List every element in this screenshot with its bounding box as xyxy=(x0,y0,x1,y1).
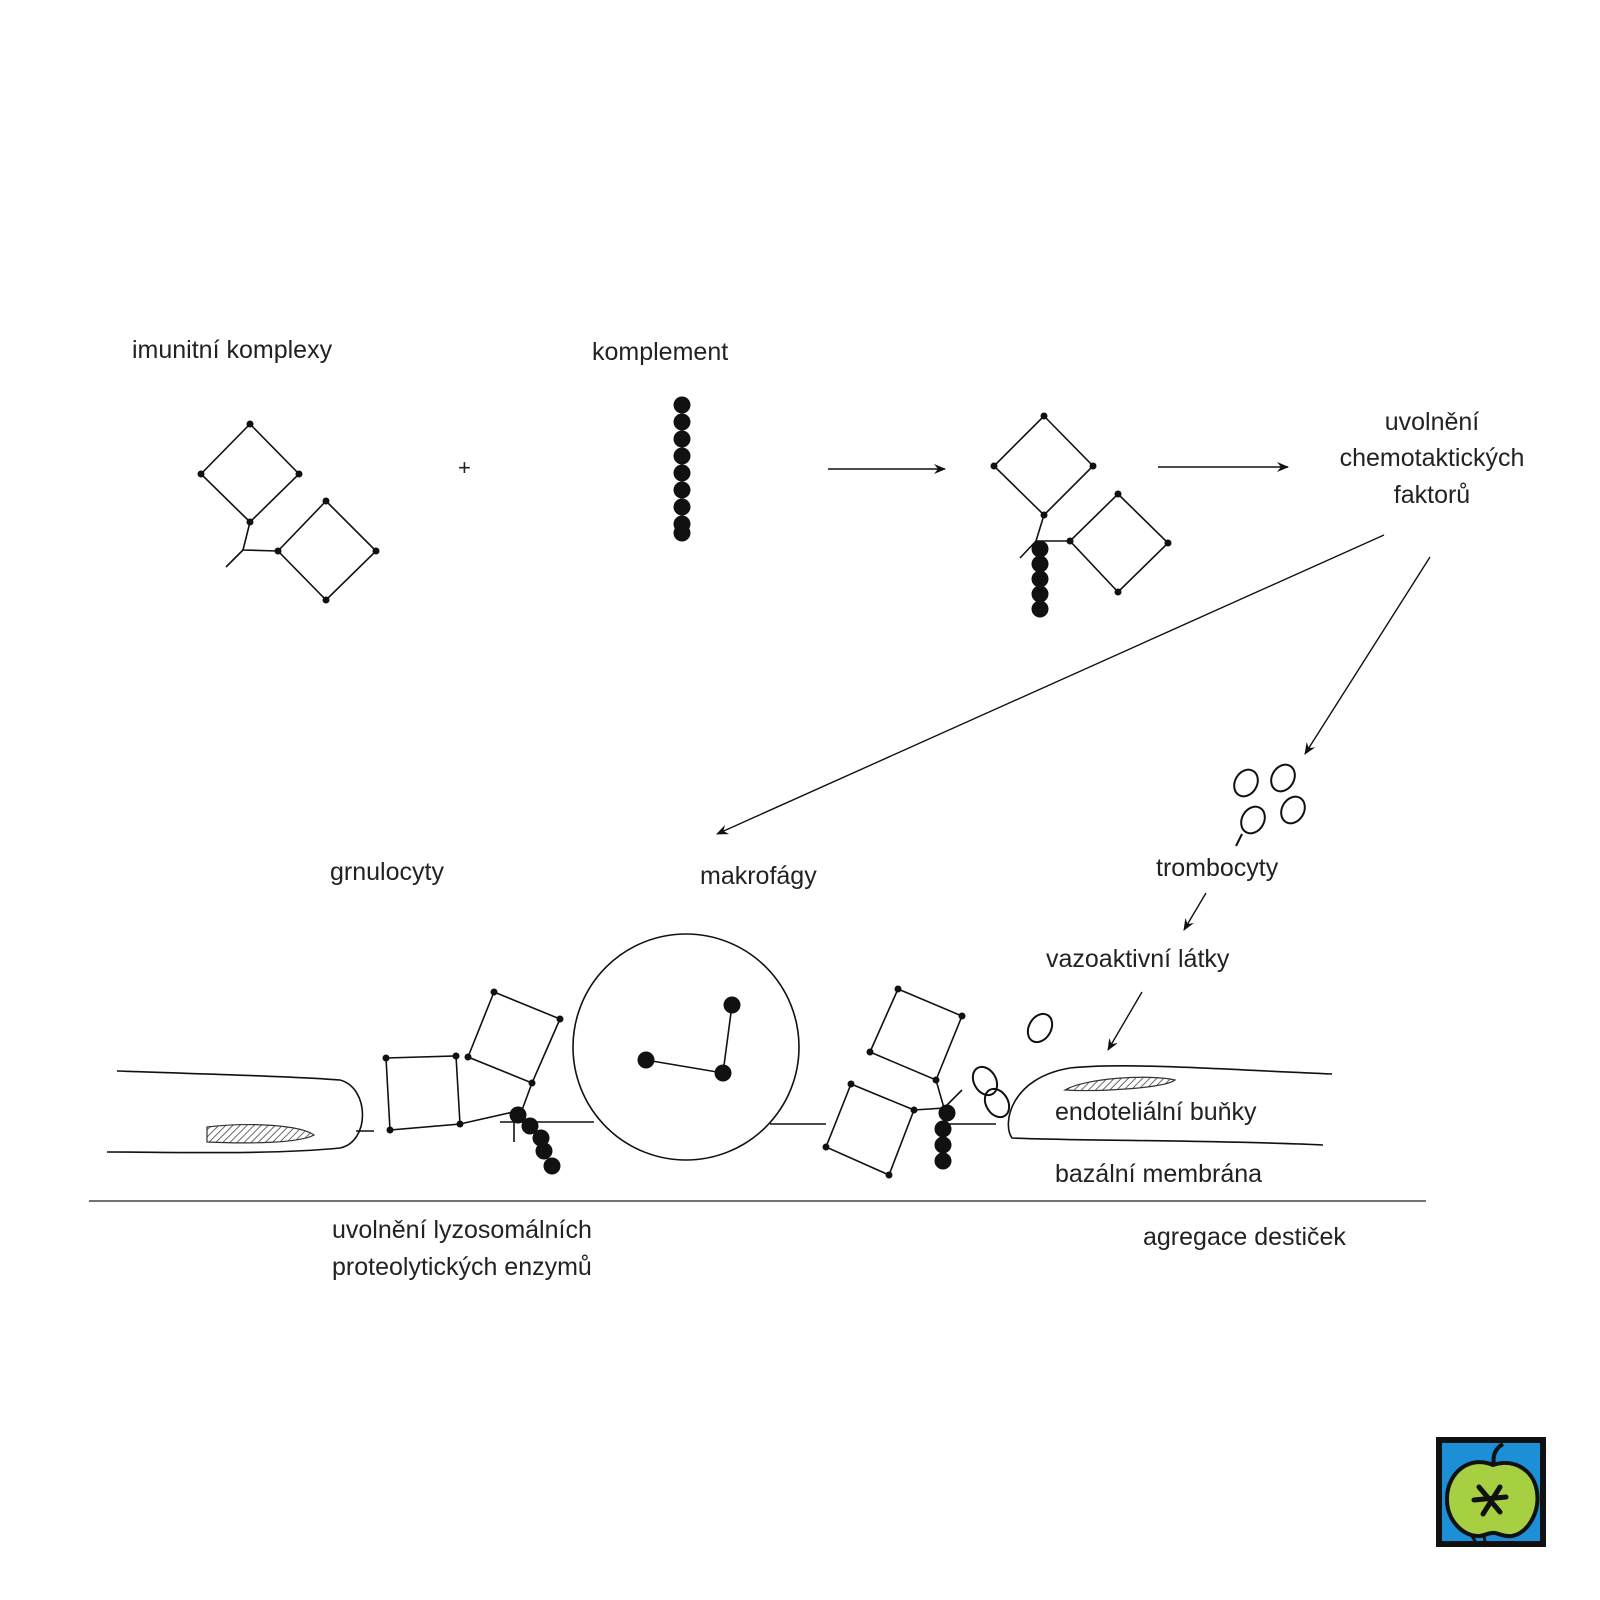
label-plus: + xyxy=(458,455,471,480)
endothelial-cell-nucleus xyxy=(1063,1076,1177,1092)
label-immune-complexes: imunitní komplexy xyxy=(132,336,333,364)
thrombocytes-cluster xyxy=(1233,763,1306,847)
macrophage xyxy=(572,933,826,1161)
publisher-logo xyxy=(1436,1437,1546,1548)
label-complement: komplement xyxy=(592,338,728,366)
arrow-to-endothelium xyxy=(1107,991,1143,1051)
immune-complex-attached-right xyxy=(822,985,996,1179)
label-endothelial: endoteliální buňky xyxy=(1055,1098,1257,1126)
label-thrombocytes: trombocyty xyxy=(1156,854,1279,882)
endothelial-cell-outline xyxy=(1007,1065,1333,1146)
complement-chain xyxy=(673,396,691,542)
label-lysosomal-line-1: uvolnění lyzosomálních xyxy=(332,1216,592,1244)
label-granulocytes: grnulocyty xyxy=(330,858,444,886)
arrow-to-thrombocytes xyxy=(1304,556,1431,755)
label-macrophages: makrofágy xyxy=(700,862,817,890)
left-cell-nucleus xyxy=(206,1124,316,1144)
immune-complex-free xyxy=(197,420,380,604)
immune-complex-attached-left xyxy=(382,988,594,1175)
release-line-1: uvolnění xyxy=(1385,408,1480,436)
release-line-2: chemotaktických xyxy=(1340,444,1525,472)
arrow-to-vasoactive xyxy=(1183,892,1207,931)
label-lysosomal-line-2: proteolytických enzymů xyxy=(332,1253,592,1281)
platelets-aggregating xyxy=(971,1012,1054,1119)
arrow-to-macrophages xyxy=(716,534,1385,835)
immune-complex-bound xyxy=(990,412,1172,618)
left-cell-outline xyxy=(106,1070,364,1154)
label-release-chemotactic: uvolnění chemotaktických faktorů xyxy=(1340,408,1525,509)
apple-icon xyxy=(1444,1442,1540,1548)
label-basal-membrane: bazální membrána xyxy=(1055,1160,1262,1188)
label-aggregation: agregace destiček xyxy=(1143,1223,1346,1251)
release-line-3: faktorů xyxy=(1394,481,1470,509)
label-vasoactive: vazoaktivní látky xyxy=(1046,945,1230,973)
